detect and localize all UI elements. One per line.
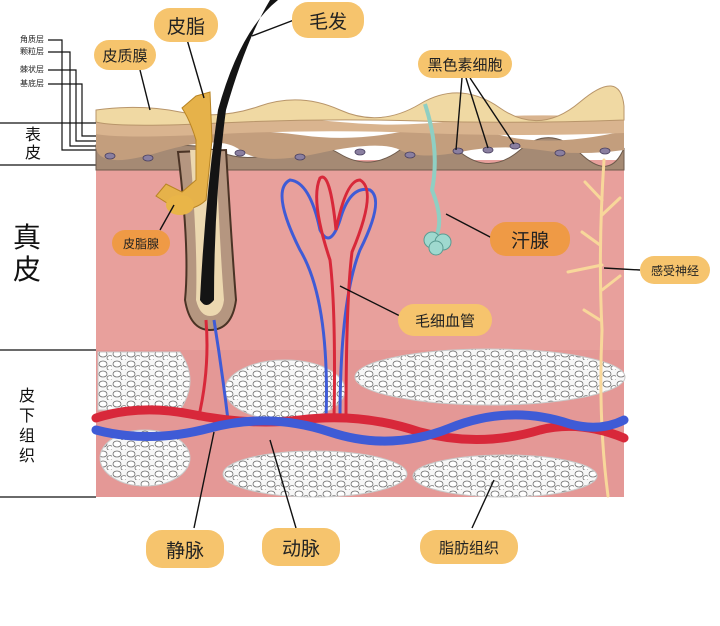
sensory-nerve [566, 158, 622, 498]
epidermis-corneum [95, 85, 625, 126]
callout-sebaceous-gland: 皮脂腺 [112, 230, 170, 256]
callout-sebum: 皮脂 [154, 8, 218, 42]
label-stratum-spinosum: 棘状层 [20, 65, 44, 74]
sebaceous-gland-shape [166, 195, 194, 215]
leader-lines [139, 19, 641, 529]
label-dermis: 真皮 [12, 221, 41, 286]
callout-melanocyte: 黑色素细胞 [418, 50, 512, 78]
label-hypodermis: 皮下组织 [18, 386, 35, 465]
artery-vessel [91, 405, 629, 444]
label-stratum-corneum: 角质层 [20, 35, 44, 44]
vein-vessel [91, 410, 629, 446]
sweat-gland-coil [423, 231, 452, 256]
callout-artery: 动脉 [262, 528, 340, 566]
follicle-vessels [196, 319, 230, 421]
label-stratum-granulosum: 颗粒层 [20, 47, 44, 56]
label-stratum-basale: 基底层 [20, 79, 44, 88]
callout-sweat-gland: 汗腺 [490, 222, 570, 256]
callout-sensory-nerve: 感受神经 [640, 256, 710, 284]
capillary-loops [280, 175, 378, 421]
callout-vein: 静脉 [146, 530, 224, 568]
label-epidermis: 表皮 [24, 125, 41, 162]
sebum-tube [155, 91, 213, 211]
epidermis-spinous [96, 127, 624, 161]
melanocyte-cells [104, 142, 611, 162]
sweat-duct [423, 103, 442, 237]
hair-shaft [200, 0, 278, 305]
callout-sebum-film: 皮质膜 [94, 40, 156, 70]
callout-fat-tissue: 脂肪组织 [420, 530, 518, 564]
callout-capillary: 毛细血管 [398, 304, 492, 336]
layer-brackets [0, 39, 96, 498]
callout-hair: 毛发 [292, 2, 364, 38]
fat-lobules [97, 348, 626, 498]
